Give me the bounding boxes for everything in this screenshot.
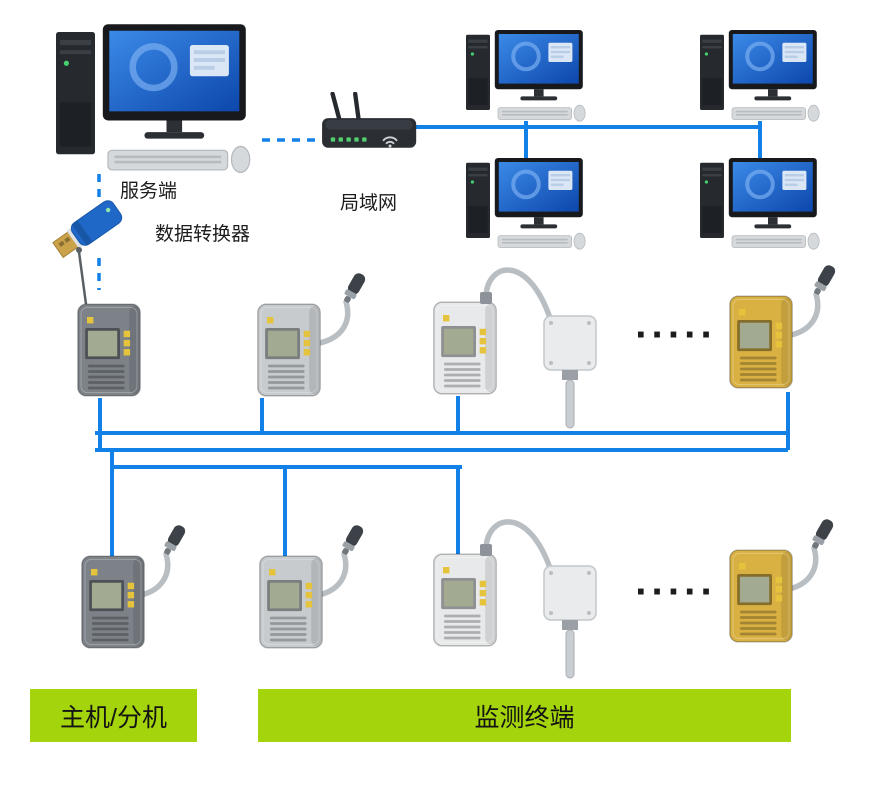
client-computer-3 (466, 158, 586, 250)
cable-gland (480, 292, 492, 304)
dashed-links (97, 138, 318, 290)
client-computer-1 (466, 30, 586, 122)
monitor-device-row1-3 (433, 267, 597, 429)
antenna (77, 251, 88, 305)
ellipsis-row2: ····· (635, 570, 717, 614)
server-computer (56, 24, 250, 172)
probe-cable (311, 299, 351, 347)
monitor-device-row2-4 (729, 517, 836, 643)
junction-box (543, 565, 597, 621)
legend-host-badge: 主机/分机 (30, 689, 197, 742)
legend-terminal-label: 监测终端 (474, 703, 575, 732)
monitor-device-row2-3 (433, 519, 597, 679)
probe-shaft (565, 629, 575, 679)
client-computer-4 (700, 158, 820, 250)
probe-cable (483, 267, 553, 321)
legend-terminal-badge: 监测终端 (258, 689, 791, 742)
usb-converter (52, 200, 123, 259)
monitor-device-row1-2 (257, 271, 368, 397)
ellipsis-row1: ····· (635, 313, 717, 357)
monitor-device-row1-host (76, 247, 141, 397)
cable-gland (480, 544, 492, 556)
probe-nut (562, 370, 578, 380)
monitor-device-row2-1 (81, 523, 188, 649)
client-computer-2 (700, 30, 820, 122)
probe-shaft (565, 379, 575, 429)
legend-host-label: 主机/分机 (60, 703, 167, 732)
bus-lines (95, 392, 790, 556)
router (322, 94, 416, 148)
monitor-device-row1-4 (729, 263, 838, 389)
monitor-device-row2-2 (259, 523, 366, 649)
probe-nut (562, 620, 578, 630)
lan-links (414, 121, 762, 163)
converter-label: 数据转换器 (155, 224, 251, 245)
junction-box (543, 315, 597, 371)
lan-label: 局域网 (340, 193, 398, 214)
probe-cable (483, 519, 553, 571)
server-label: 服务端 (120, 181, 178, 202)
